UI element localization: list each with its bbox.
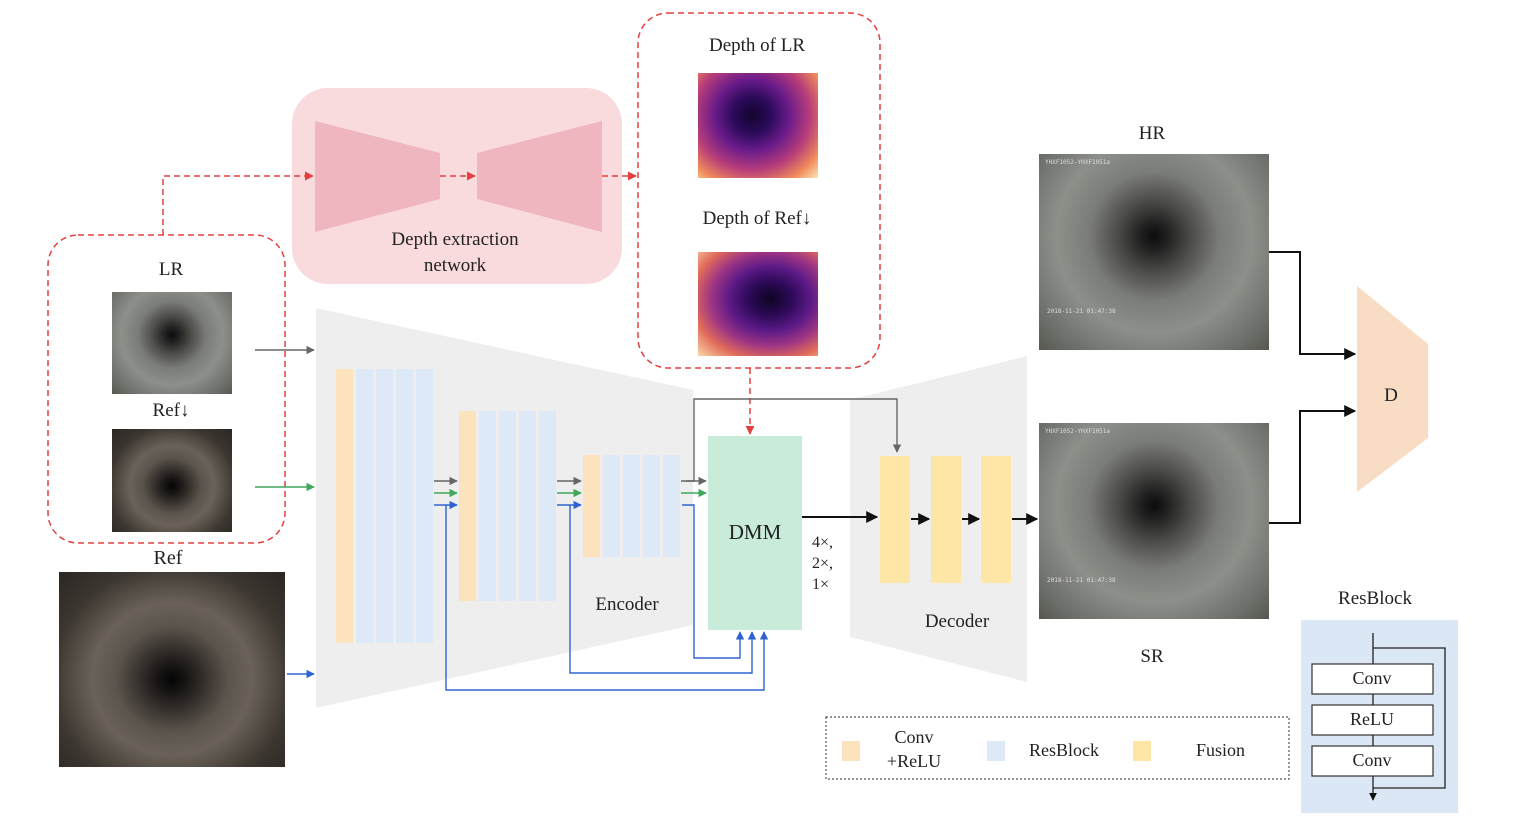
ref-image xyxy=(59,572,285,767)
encoder-l2-l3-arrows xyxy=(557,476,582,510)
encoder-l3-resblock-1 xyxy=(603,455,620,557)
ref-down-label: Ref↓ xyxy=(152,400,190,421)
depth-of-lr-label: Depth of LR xyxy=(708,35,806,56)
depth-of-ref-label: Depth of Ref↓ xyxy=(702,208,812,229)
dmm-block xyxy=(708,436,802,630)
resblock-inset-conv2 xyxy=(1311,745,1434,777)
encoder-l2-resblock-4 xyxy=(539,411,556,601)
encoder-l1-conv-relu xyxy=(336,369,353,643)
resblock-inset-title: ResBlock xyxy=(1338,588,1412,609)
arrow-sr-to-d xyxy=(1269,405,1357,524)
resblock-inset-skip xyxy=(1373,647,1446,789)
depth-extraction-label-1: Depth extraction xyxy=(391,229,519,250)
encoder-l1-resblock-3 xyxy=(396,369,413,643)
dmm-label: DMM xyxy=(728,520,782,544)
hr-time-overlay: 2018-11-21 01:47:38 xyxy=(1047,308,1116,315)
scale-4x: 4×, xyxy=(812,534,834,551)
depth-maps-group-dashed xyxy=(637,12,881,369)
resblock-inset-conv1 xyxy=(1311,663,1434,695)
sr-code-overlay: YHXF1052-YHXF1051a xyxy=(1045,428,1111,435)
decoder-label: Decoder xyxy=(924,611,990,632)
encoder-l2-resblock-2 xyxy=(499,411,516,601)
scale-2x: 2×, xyxy=(812,555,834,572)
gray-skip-encoder-decoder xyxy=(686,398,902,482)
red-arrow-to-depth-net xyxy=(162,171,314,235)
blue-skip-l2 xyxy=(569,505,757,674)
hr-code-overlay: YHXF1052-YHXF1051a xyxy=(1045,159,1111,166)
decoder-fusion-1 xyxy=(880,456,910,583)
decoder-fusion-2 xyxy=(931,456,961,583)
hr-image: YHXF1052-YHXF1051a 2018-11-21 01:47:38 xyxy=(1039,154,1269,350)
blue-skip-l3 xyxy=(682,504,745,659)
legend-conv-relu-label-1: Conv xyxy=(894,727,934,747)
depth-of-ref-image xyxy=(698,252,818,356)
depth-of-lr-image xyxy=(698,73,818,178)
encoder-l1-resblock-2 xyxy=(376,369,393,643)
ref-down-image xyxy=(112,429,232,532)
encoder-l2-resblock-1 xyxy=(479,411,496,601)
legend-resblock-label: ResBlock xyxy=(1029,740,1099,760)
encoder-l3-conv-relu xyxy=(583,455,600,557)
encoder-l3-resblock-2 xyxy=(623,455,640,557)
blue-skip-l1 xyxy=(445,505,769,691)
sr-image: YHXF1052-YHXF1051a 2018-11-21 01:47:38 xyxy=(1039,423,1269,619)
encoder-l2-resblock-3 xyxy=(519,411,536,601)
resblock-inset-conv1-label: Conv xyxy=(1352,668,1392,688)
encoder-l1-resblock-4 xyxy=(416,369,433,643)
depth-encoder-shape xyxy=(315,121,440,232)
legend-swatch-resblock xyxy=(987,741,1005,761)
encoder-label: Encoder xyxy=(595,594,659,615)
encoder-l3-resblock-4 xyxy=(663,455,680,557)
resblock-inset-relu-label: ReLU xyxy=(1350,709,1394,729)
encoder-l3-resblock-3 xyxy=(643,455,660,557)
legend-swatch-conv-relu xyxy=(842,741,860,761)
discriminator-label: D xyxy=(1384,385,1398,406)
depth-extraction-label-2: network xyxy=(423,255,487,276)
sr-time-overlay: 2018-11-21 01:47:38 xyxy=(1047,577,1116,584)
decoder-fusion-3 xyxy=(981,456,1011,583)
legend-conv-relu-label-2: +ReLU xyxy=(886,751,942,771)
resblock-inset-conv2-label: Conv xyxy=(1352,750,1392,770)
legend-fusion-label: Fusion xyxy=(1196,740,1246,760)
discriminator-shape xyxy=(1357,286,1428,492)
resblock-inset-relu xyxy=(1311,704,1434,736)
hr-label: HR xyxy=(1138,123,1166,144)
encoder-l1-resblock-1 xyxy=(356,369,373,643)
legend-swatch-fusion xyxy=(1133,741,1151,761)
lr-image xyxy=(112,292,232,394)
scale-1x: 1× xyxy=(812,576,830,593)
legend-box xyxy=(825,716,1290,780)
arrow-hr-to-d xyxy=(1269,251,1357,360)
ref-label: Ref xyxy=(153,547,183,569)
sr-label: SR xyxy=(1140,646,1164,667)
depth-decoder-shape xyxy=(477,121,602,232)
encoder-l2-conv-relu xyxy=(459,411,476,601)
lr-label: LR xyxy=(158,259,184,280)
